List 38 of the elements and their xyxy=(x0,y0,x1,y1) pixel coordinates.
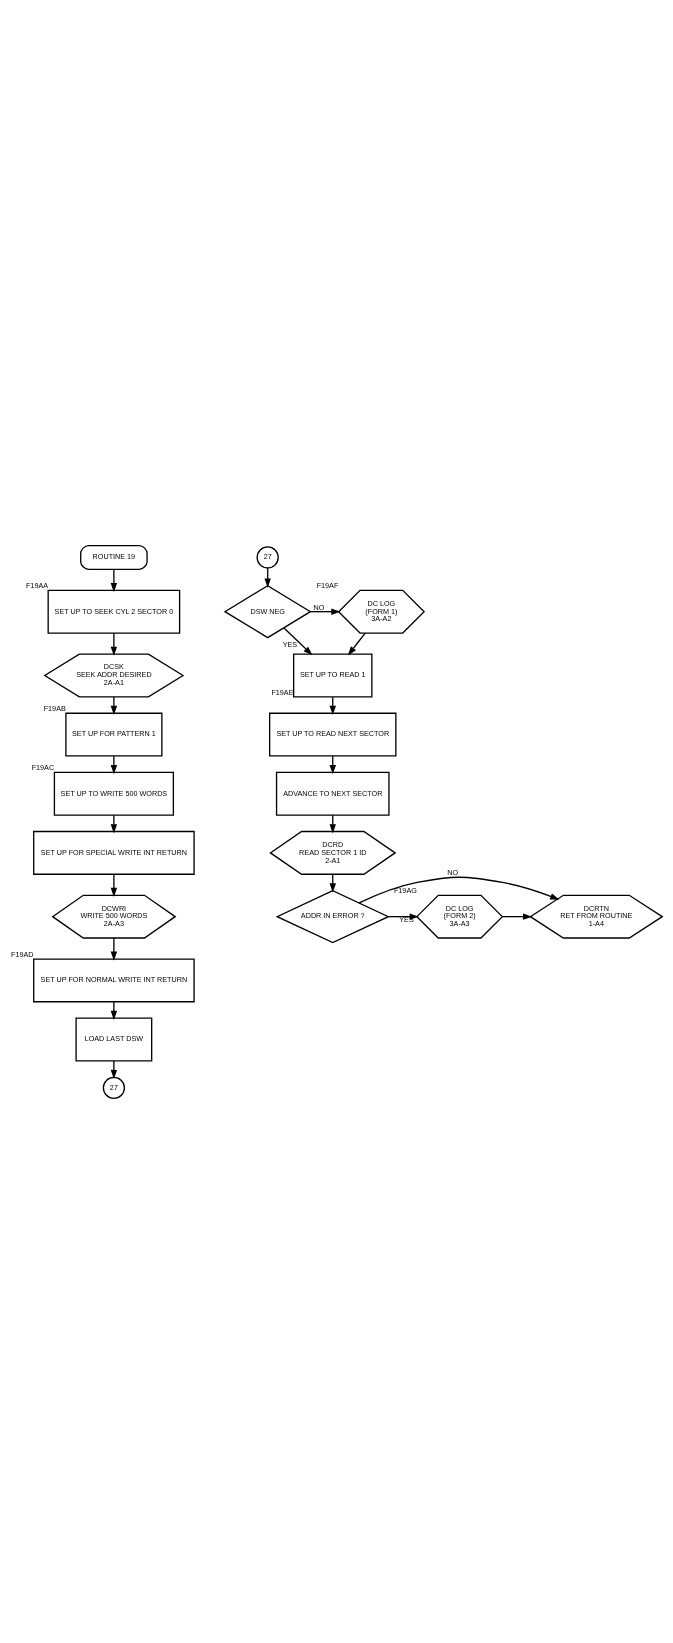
arrow xyxy=(110,754,118,774)
arrow xyxy=(110,631,118,656)
node-box: SET UP FOR SPECIAL WRITE INT RETURN xyxy=(33,830,195,875)
node-label: F19AF xyxy=(316,580,339,590)
node-label: F19AG xyxy=(393,885,417,895)
arrow xyxy=(347,631,366,655)
node-box: SET UP TO READ 1 xyxy=(293,652,373,697)
arrow xyxy=(309,607,341,615)
node-circle: 27 xyxy=(256,545,279,569)
edge-label: NO xyxy=(447,867,459,877)
node-box: SET UP TO READ NEXT SECTOR xyxy=(269,712,397,757)
edge-label: YES xyxy=(282,639,298,649)
edge-label: NO xyxy=(313,602,325,612)
node-label: F19AD xyxy=(10,949,34,959)
arrow xyxy=(358,876,560,904)
node-label: F19AA xyxy=(25,580,49,590)
node-box: SET UP TO SEEK CYL 2 SECTOR 0 xyxy=(47,589,181,634)
arrow xyxy=(110,1059,118,1079)
node-diamond: ADDR IN ERROR ? xyxy=(275,889,390,943)
arrow xyxy=(110,695,118,715)
arrow xyxy=(110,814,118,833)
arrow xyxy=(501,912,533,920)
node-label: F19AC xyxy=(31,762,55,772)
arrow xyxy=(110,873,118,897)
node-label: F19AB xyxy=(43,703,66,713)
node-circle: 27 xyxy=(102,1076,126,1099)
arrow xyxy=(283,626,313,655)
arrow xyxy=(110,568,118,592)
arrow xyxy=(110,1000,118,1020)
node-box: SET UP TO WRITE 500 WORDS xyxy=(53,771,175,816)
node-label: F19AE xyxy=(271,687,294,697)
node-box: LOAD LAST DSW xyxy=(75,1017,153,1062)
node-box: ROUTINE 19 xyxy=(80,544,148,570)
arrow xyxy=(110,936,118,961)
node-box: SET UP FOR NORMAL WRITE INT RETURN xyxy=(33,957,195,1002)
node-diamond: DSW NEG xyxy=(223,584,312,638)
node-box: SET UP FOR PATTERN 1 xyxy=(65,712,163,757)
node-box: ADVANCE TO NEXT SECTOR xyxy=(275,771,390,816)
